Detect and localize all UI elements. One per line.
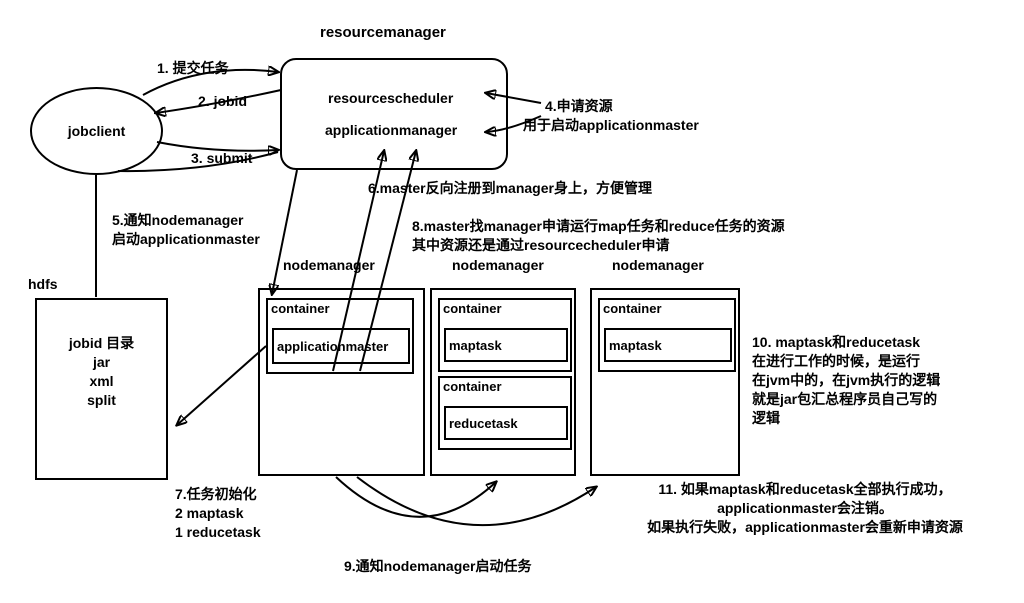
hdfs-label: hdfs [28,276,58,292]
arrow-step9-to-nodemanager-2 [335,476,496,518]
hdfs-line-jar: jar [92,354,111,370]
hdfs-box: jobid 目录 jar xml split [35,298,168,480]
annotation-step10-line3: 在jvm中的，在jvm执行的逻辑 [752,372,941,388]
annotation-step8-line1: 8.master找manager申请运行map任务和reduce任务的资源 [412,218,785,234]
container-label: container [603,301,662,316]
annotation-step9: 9.通知nodemanager启动任务 [344,558,532,574]
annotation-step7-line1: 7.任务初始化 [175,486,257,502]
annotation-step11-line1: 11. 如果maptask和reducetask全部执行成功， [658,481,952,497]
annotation-step3: 3. submit [191,150,253,166]
container-box: container reducetask [438,376,572,450]
annotation-step11-line2: applicationmaster会注销。 [717,500,893,516]
arrow-applicationmaster-to-hdfs [177,345,267,425]
annotation-step2: 2. jobid [198,93,247,109]
hdfs-line-split: split [87,392,116,408]
annotation-step4: 4.申请资源 用于启动applicationmaster [523,97,699,135]
hdfs-contents: jobid 目录 jar xml split [37,300,166,410]
container-label: container [271,301,330,316]
annotation-step11: 11. 如果maptask和reducetask全部执行成功， applicat… [600,480,1010,537]
annotation-step7: 7.任务初始化 2 maptask 1 reducetask [175,485,261,542]
annotation-step4-line2: 用于启动applicationmaster [523,117,699,133]
annotation-step5: 5.通知nodemanager 启动applicationmaster [112,211,260,249]
maptask-box: maptask [444,328,568,362]
container-box: container applicationmaster [266,298,414,374]
annotation-step10-line1: 10. maptask和reducetask [752,334,921,350]
annotation-step10-line4: 就是jar包汇总程序员自己写的 [752,391,938,407]
reducetask-box: reducetask [444,406,568,440]
annotation-step5-line2: 启动applicationmaster [112,231,260,247]
container-box: container maptask [598,298,736,372]
container-box: container maptask [438,298,572,372]
annotation-step7-line2: 2 maptask [175,505,244,521]
annotation-step11-line3: 如果执行失败，applicationmaster会重新申请资源 [647,519,963,535]
annotation-step1: 1. 提交任务 [157,60,229,76]
arrow-step9-to-nodemanager-3 [356,476,596,527]
applicationmaster-box: applicationmaster [272,328,410,364]
resourcemanager-box: resourcescheduler applicationmanager [280,58,508,170]
hdfs-line-xml: xml [89,373,114,389]
nodemanager-3-box: container maptask [590,288,740,476]
annotation-step10-line2: 在进行工作的时候，是运行 [752,353,920,369]
arrow-step5-launch-applicationmaster [272,169,298,294]
resourcescheduler-label: resourcescheduler [328,90,454,106]
container-label: container [443,301,502,316]
annotation-step10-line5: 逻辑 [752,410,780,426]
annotation-step10: 10. maptask和reducetask 在进行工作的时候，是运行 在jvm… [752,333,940,428]
nodemanager-1-label: nodemanager [283,257,375,273]
annotation-step7-line3: 1 reducetask [175,524,261,540]
annotation-step4-line1: 4.申请资源 [545,98,613,114]
nodemanager-2-label: nodemanager [452,257,544,273]
annotation-step8: 8.master找manager申请运行map任务和reduce任务的资源 其中… [412,217,785,255]
jobclient-label: jobclient [67,123,126,139]
jobclient-ellipse: jobclient [30,87,163,175]
nodemanager-1-box: container applicationmaster [258,288,425,476]
annotation-step5-line1: 5.通知nodemanager [112,212,244,228]
applicationmanager-label: applicationmanager [325,122,458,138]
nodemanager-2-box: container maptask container reducetask [430,288,576,476]
maptask-box: maptask [604,328,732,362]
nodemanager-3-label: nodemanager [612,257,704,273]
annotation-step6: 6.master反向注册到manager身上，方便管理 [368,180,652,196]
annotation-step8-line2: 其中资源还是通过resourcecheduler申请 [412,237,670,253]
container-label: container [443,379,502,394]
resourcemanager-title: resourcemanager [320,24,446,41]
hdfs-line-jobid: jobid 目录 [68,335,135,351]
